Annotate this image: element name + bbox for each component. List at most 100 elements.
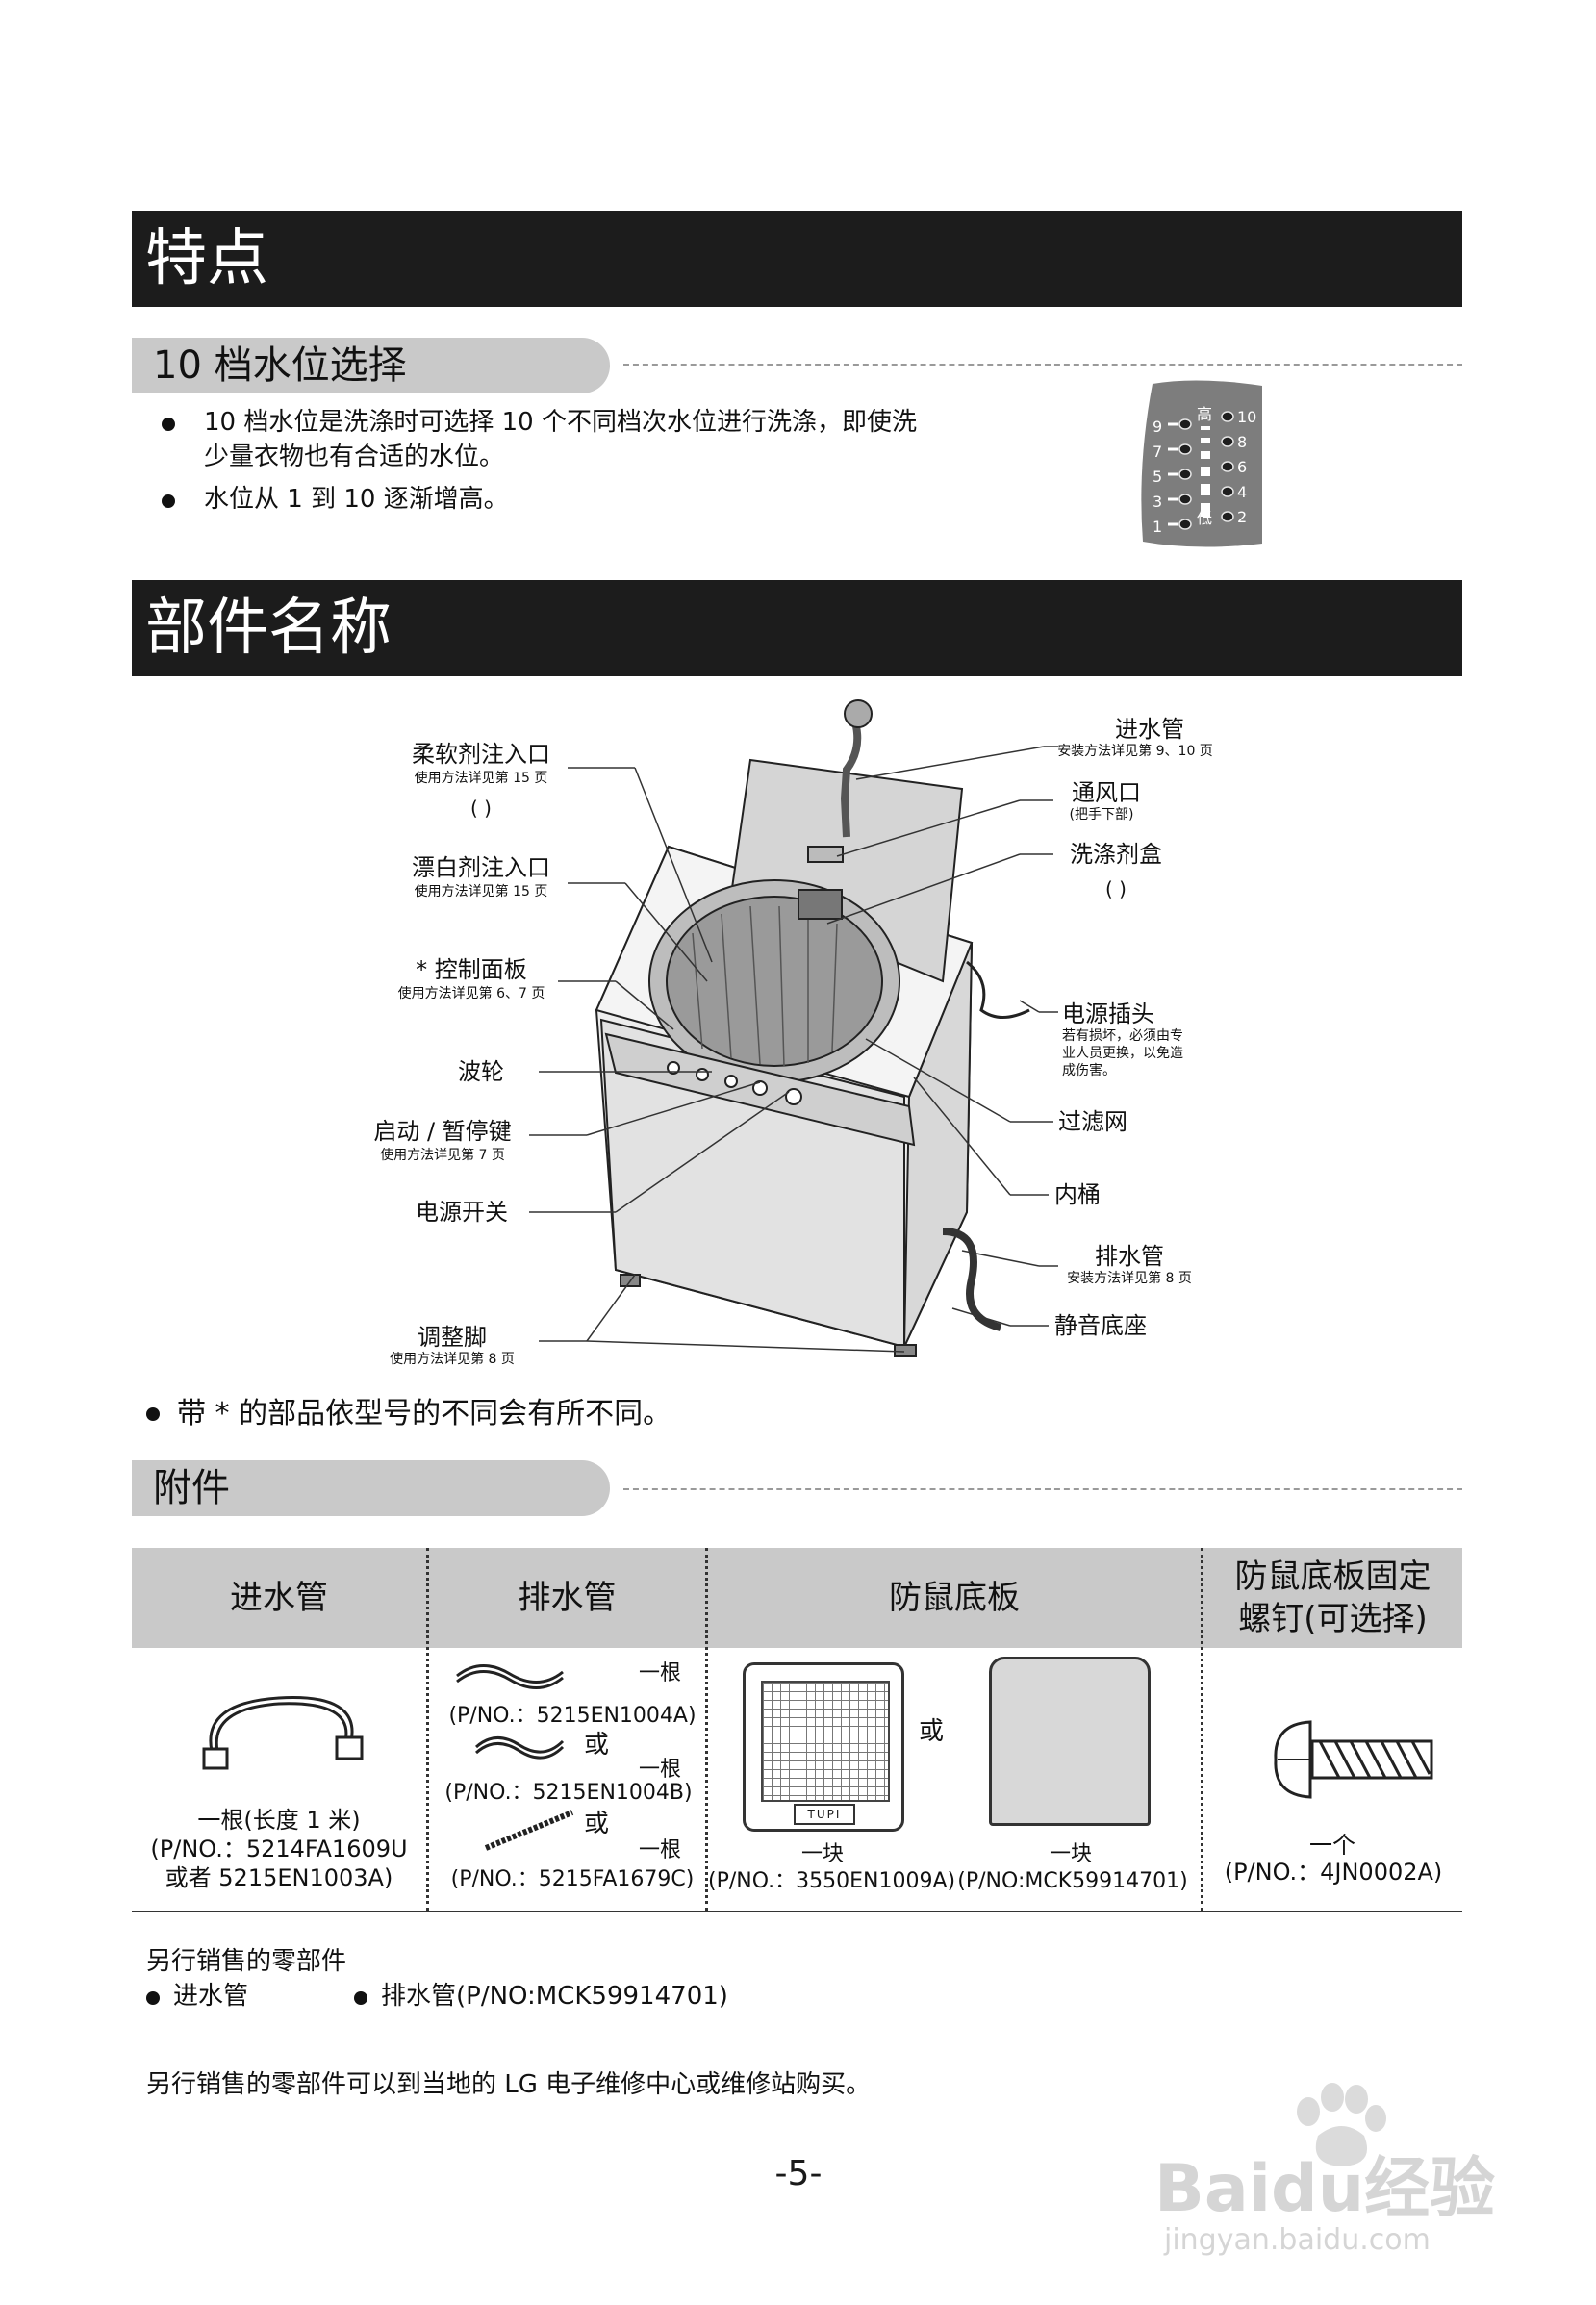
screw-qty: 一个 (1309, 1832, 1355, 1859)
label-inlet-hose: 进水管 (1115, 716, 1184, 743)
drain-hose-part-number: (P/NO.：5215EN1004B) (444, 1781, 693, 1805)
or-label: 或 (918, 1717, 944, 1746)
note-start-pause: 使用方法详见第 7 页 (380, 1148, 505, 1163)
inlet-hose-alt-part-number: 或者 5215EN1003A) (165, 1864, 393, 1891)
or-label: 或 (583, 1810, 609, 1838)
subsection-title: 10 档水位选择 (153, 343, 407, 388)
panel-number: 8 (1237, 433, 1248, 451)
parts-footnote: 带 * 的部品依型号的不同会有所不同。 (177, 1397, 672, 1431)
panel-number: 6 (1237, 458, 1248, 476)
board-label: TUPI (794, 1804, 855, 1825)
note-vent: (把手下部) (1069, 807, 1134, 823)
detergent-icon: ( ) (1105, 877, 1127, 900)
panel-number: 9 (1153, 418, 1163, 436)
column-divider (1201, 1548, 1203, 1911)
board-part-number: (P/NO.：3550EN1009A) (708, 1869, 956, 1893)
label-leveling-feet: 调整脚 (418, 1324, 487, 1351)
section-title: 部件名称 (145, 593, 392, 664)
column-header-screw: 防鼠底板固定 螺钉(可选择) (1234, 1558, 1431, 1638)
inlet-hose-qty: 一根(长度 1 米) (197, 1807, 361, 1834)
subsection-title: 附件 (153, 1466, 230, 1510)
panel-number: 10 (1237, 408, 1257, 426)
bullet-text: 少量衣物也有合适的水位。 (204, 443, 505, 471)
label-power-switch: 电源开关 (416, 1199, 508, 1226)
panel-number: 3 (1153, 493, 1163, 511)
anti-rat-board-mesh: TUPI (743, 1662, 904, 1832)
divider (623, 364, 1462, 366)
label-drain-hose: 排水管 (1095, 1243, 1164, 1270)
section-title: 特点 (145, 223, 268, 294)
board-part-number: (P/NO:MCK59914701) (957, 1869, 1188, 1893)
sold-separately-item: 排水管(P/NO:MCK59914701) (381, 1982, 728, 2011)
water-level-panel-illustration: 9 7 5 3 1 10 8 6 4 2 高 低 (1139, 378, 1264, 551)
bullet-text: 水位从 1 到 10 逐渐增高。 (204, 485, 509, 514)
paw-icon (1297, 2083, 1386, 2166)
bullet-icon (162, 418, 175, 431)
drain-hose-qty: 一根 (638, 1661, 681, 1685)
leader-lines (529, 746, 1058, 1353)
label-detergent-box: 洗涤剂盒 (1070, 841, 1162, 868)
label-power-plug: 电源插头 (1062, 1001, 1154, 1027)
section-header-parts: 部件名称 (132, 580, 1462, 676)
section-header-features: 特点 (132, 211, 1462, 307)
column-divider (705, 1548, 708, 1911)
drain-hose-part-number: (P/NO.：5215FA1679C) (450, 1867, 695, 1891)
label-filter: 过滤网 (1058, 1108, 1127, 1135)
note-power-plug: 若有损坏，必须由专 业人员更换，以免造 成伤害。 (1062, 1028, 1183, 1078)
drain-hose-part-number: (P/NO.：5215EN1004A) (448, 1704, 697, 1728)
label-bleach-inlet: 漂白剂注入口 (412, 854, 550, 881)
page-number: -5- (774, 2154, 823, 2193)
washing-machine-diagram (577, 693, 1039, 1366)
bullet-icon (146, 1991, 160, 2005)
anti-rat-board-solid (989, 1657, 1151, 1826)
bullet-text: 10 档水位是洗涤时可选择 10 个不同档次水位进行洗涤，即使洗 (204, 408, 917, 437)
board-qty: 一块 (1049, 1842, 1092, 1866)
column-header-anti-rat-board: 防鼠底板 (889, 1579, 1020, 1617)
table-bottom-rule (132, 1911, 1462, 1912)
note-leveling-feet: 使用方法详见第 8 页 (390, 1352, 515, 1367)
drain-hose-qty: 一根 (638, 1838, 681, 1862)
watermark-url: jingyan.baidu.com (1164, 2223, 1431, 2257)
drain-hose-illustration (471, 1730, 568, 1768)
drain-hose-illustration (481, 1805, 577, 1857)
label-inner-tub: 内桶 (1054, 1181, 1101, 1208)
sold-separately-title: 另行销售的零部件 (146, 1947, 347, 1976)
or-label: 或 (583, 1731, 609, 1760)
label-pulsator: 波轮 (458, 1058, 504, 1085)
bullet-icon (146, 1407, 160, 1421)
panel-number: 1 (1153, 518, 1163, 536)
divider (623, 1488, 1462, 1490)
mesh-grid (761, 1681, 890, 1802)
note-control-panel: 使用方法详见第 6、7 页 (397, 986, 545, 1001)
column-header-inlet-hose: 进水管 (230, 1579, 328, 1617)
note-softener-inlet: 使用方法详见第 15 页 (414, 771, 548, 786)
panel-number: 7 (1153, 443, 1163, 461)
column-divider (426, 1548, 429, 1911)
baidu-watermark: Baidu经验 jingyan.baidu.com (1154, 2078, 1578, 2261)
bullet-icon (354, 1991, 367, 2005)
screw-illustration (1272, 1716, 1435, 1807)
label-vent: 通风口 (1072, 779, 1141, 806)
inlet-hose-part-number: (P/NO.：5214FA1609U (150, 1836, 408, 1862)
panel-number: 5 (1153, 468, 1163, 486)
bullet-icon (162, 494, 175, 508)
softener-icon: ( ) (470, 797, 492, 820)
sold-separately-item: 进水管 (173, 1982, 249, 2011)
sold-separately-note: 另行销售的零部件可以到当地的 LG 电子维修中心或维修站购买。 (146, 2070, 872, 2099)
column-header-drain-hose: 排水管 (518, 1579, 617, 1617)
label-quiet-base: 静音底座 (1054, 1312, 1147, 1339)
panel-number: 2 (1237, 508, 1248, 526)
label-softener-inlet: 柔软剂注入口 (412, 741, 550, 768)
accessories-table-header (132, 1548, 1462, 1648)
board-qty: 一块 (800, 1842, 844, 1866)
label-control-panel: * 控制面板 (416, 956, 527, 983)
watermark-brand: Baidu经验 (1154, 2151, 1496, 2227)
subsection-water-level: 10 档水位选择 (132, 338, 610, 393)
panel-number: 4 (1237, 483, 1248, 501)
label-start-pause: 启动 / 暂停键 (373, 1118, 512, 1145)
screw-part-number: (P/NO.：4JN0002A) (1224, 1859, 1443, 1886)
panel-high-label: 高 (1197, 405, 1213, 423)
note-bleach-inlet: 使用方法详见第 15 页 (414, 884, 548, 899)
note-drain-hose: 安装方法详见第 8 页 (1067, 1271, 1192, 1286)
panel-low-label: 低 (1197, 509, 1213, 527)
